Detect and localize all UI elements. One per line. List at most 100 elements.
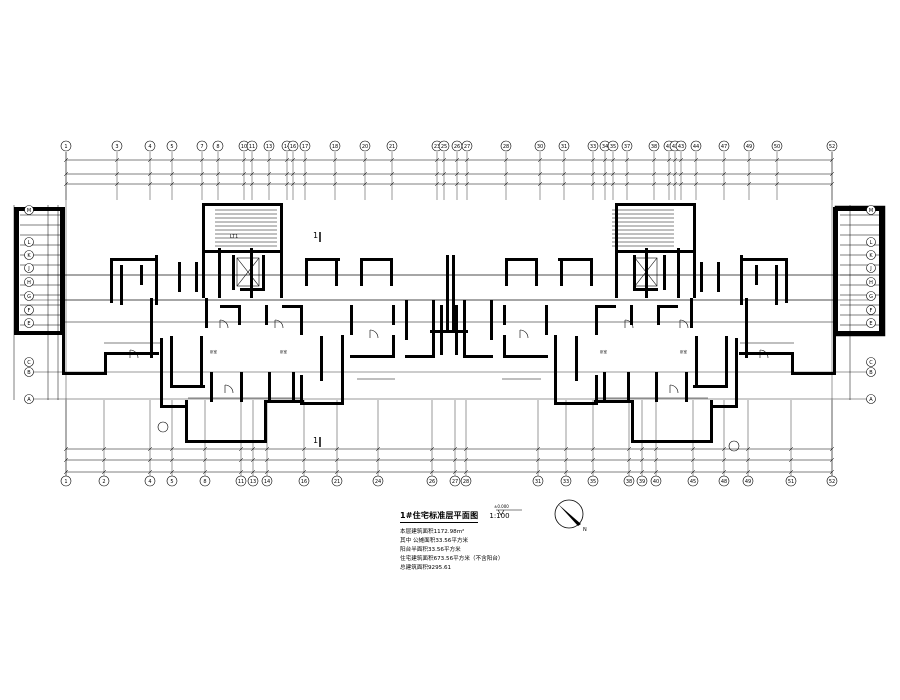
axis-bubble-bottom: 24 [372,475,384,487]
wall-segment [110,258,158,261]
row-bubble-right-label: B [869,370,873,376]
wall-segment [735,338,738,408]
axis-bubble-bottom-label: 8 [203,479,206,485]
row-bubble-left-label: F [28,308,31,314]
axis-bubble-top: 26 [451,140,463,152]
wall-segment [717,262,720,292]
wall-segment [505,258,508,286]
row-bubble-left: L [24,237,34,247]
wall-segment [740,255,743,305]
wall-segment [595,305,598,335]
axis-bubble-top: 47 [718,140,730,152]
axis-bubble-top: 30 [534,140,546,152]
wall-segment [615,203,618,253]
wall-segment [430,330,468,333]
row-bubble-right: J [866,263,876,273]
north-arrow-icon: N [554,499,587,533]
wall-segment [535,258,538,286]
wall-segment [432,300,435,355]
wall-segment [350,305,353,335]
axis-bubble-top: 49 [743,140,755,152]
axis-bubble-top: 3 [111,140,123,152]
wall-segment [627,372,630,402]
row-bubble-right-label: K [869,253,873,259]
wall-segment [554,335,557,405]
wall-segment [350,355,395,358]
wall-segment [740,258,788,261]
wall-segment [834,331,884,335]
axis-bubble-top: 35 [607,140,619,152]
axis-bubble-top: 52 [826,140,838,152]
wall-segment [292,372,295,402]
row-bubble-left-label: A [27,397,31,403]
axis-bubble-bottom: 39 [636,475,648,487]
row-bubble-right: G [866,291,876,301]
area-line-3: 阳台半面积33.56平方米 [400,547,461,553]
wall-segment [305,258,340,261]
axis-bubble-bottom-label: 14 [264,479,270,485]
row-bubble-left: C [24,357,34,367]
wall-segment [693,385,728,388]
drawing-scale: 1:100 [489,512,510,520]
axis-bubble-bottom: 28 [460,475,472,487]
wall-segment [62,372,107,375]
axis-bubble-bottom: 11 [235,475,247,487]
axis-bubble-top-label: 11 [249,144,255,150]
wall-segment [575,336,578,381]
wall-segment [631,400,634,443]
axis-bubble-top-label: 52 [829,144,835,150]
elevator-label: LT1 [230,234,238,240]
axis-bubble-top: 8 [212,140,224,152]
axis-bubble-top-label: 4 [148,144,151,150]
axis-bubble-top-label: 25 [441,144,447,150]
wall-segment [630,305,633,325]
wall-segment [300,375,303,405]
wall-segment [595,375,598,405]
row-bubble-left-label: M [27,208,31,214]
row-bubble-right-label: J [869,266,871,272]
wall-segment [603,372,606,402]
wall-segment [392,305,395,325]
wall-segment [268,372,271,402]
axis-bubble-top: 21 [386,140,398,152]
walls [14,203,884,443]
axis-bubble-top: 16 [287,140,299,152]
axis-bubble-top: 43 [675,140,687,152]
axis-bubble-top-label: 21 [389,144,395,150]
axis-bubble-top-label: 26 [454,144,460,150]
row-bubble-left: H [24,277,34,287]
section-mark-top: 1 [313,231,318,240]
wall-segment [202,203,205,253]
wall-segment [554,402,598,405]
axis-bubble-top: 27 [461,140,473,152]
wall-segment [170,385,205,388]
wall-segment [693,203,696,253]
axis-bubble-top-label: 30 [537,144,543,150]
axis-bubble-bottom-label: 11 [238,479,244,485]
axis-bubble-bottom: 27 [449,475,461,487]
row-bubble-right-label: C [869,360,873,366]
wall-segment [265,305,268,325]
row-bubble-right: L [866,237,876,247]
axis-bubble-top-label: 23 [434,144,440,150]
dimension-lines [13,157,851,475]
axis-bubble-bottom: 14 [261,475,273,487]
axis-bubble-top: 38 [648,140,660,152]
row-bubble-left-label: C [27,360,31,366]
axis-bubble-bottom-label: 35 [590,479,596,485]
row-bubble-left: M [24,205,34,215]
wall-segment [446,255,449,330]
axis-bubble-bottom-label: 51 [788,479,794,485]
axis-bubble-top-label: 10 [241,144,247,150]
row-bubble-left: A [24,394,34,404]
row-bubble-left: E [24,318,34,328]
room-label: 卧室 [210,349,217,354]
row-bubble-right-label: E [869,321,872,327]
wall-segment [104,352,159,355]
wall-segment [594,400,634,403]
axis-bubble-bottom-label: 31 [535,479,541,485]
axis-bubble-bottom-label: 16 [301,479,307,485]
wall-segment [663,255,666,290]
axis-bubble-top-label: 43 [678,144,684,150]
